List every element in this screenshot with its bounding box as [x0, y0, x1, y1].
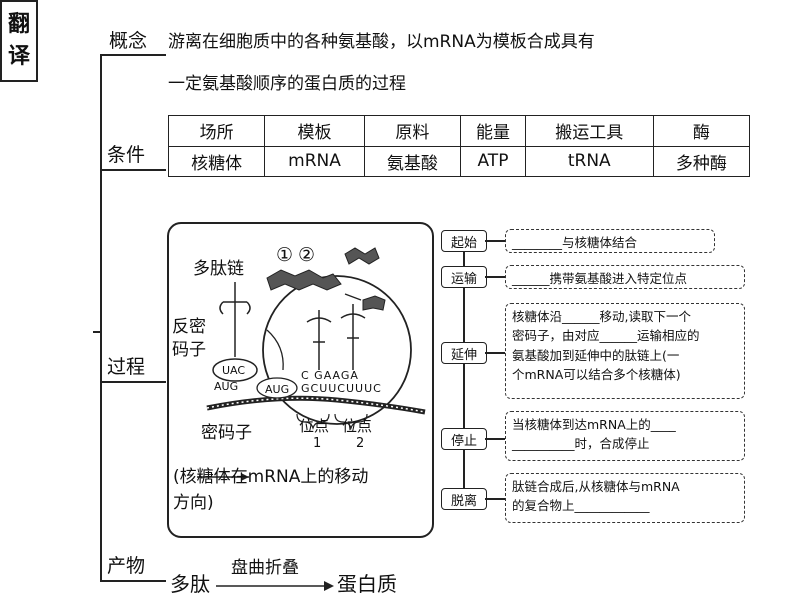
branch-product: 产物 [107, 557, 145, 576]
label-site2-a: 位点 [342, 419, 372, 434]
desc-elongation-line: 密码子，由对应______运输相应的 [512, 326, 738, 345]
table-header-row: 场所 模板 原料 能量 搬运工具 酶 [169, 116, 750, 147]
label-anticodon-2: 码子 [172, 342, 206, 359]
connector-process [100, 381, 166, 383]
desc-elongation: 核糖体沿______移动,读取下一个 密码子，由对应______运输相应的 氨基… [505, 303, 745, 399]
incoming-amino-acid [345, 248, 379, 264]
table-header-cell: 模板 [265, 116, 364, 147]
step-initiation: 起始 [441, 230, 487, 252]
bracket-vertical [100, 54, 102, 580]
desc-release: 肽链合成后,从核糖体与mRNA 的复合物上____________ [505, 473, 745, 523]
label-num2: ② [298, 246, 315, 265]
table-value-row: 核糖体 mRNA 氨基酸 ATP tRNA 多种酶 [169, 146, 750, 177]
label-polypeptide: 多肽链 [193, 261, 244, 278]
table-value-cell: mRNA [265, 146, 364, 177]
table-header-cell: 场所 [169, 116, 265, 147]
connector-concept [100, 54, 166, 56]
table-value-cell: tRNA [525, 146, 653, 177]
table-header-cell: 原料 [364, 116, 460, 147]
desc-transport-line: ______携带氨基酸进入特定位点 [512, 269, 738, 288]
step-transport: 运输 [441, 266, 487, 288]
desc-release-line: 的复合物上____________ [512, 496, 738, 515]
polypeptide-chain [267, 270, 341, 290]
desc-elongation-line: 核糖体沿______移动,读取下一个 [512, 307, 738, 326]
table-header-cell: 能量 [461, 116, 526, 147]
desc-initiation: ________与核糖体结合 [505, 229, 715, 253]
label-codon: 密码子 [201, 425, 252, 442]
desc-elongation-line: 个mRNA可以结合多个核糖体) [512, 365, 738, 384]
product-to: 蛋白质 [337, 574, 397, 594]
step-connector [485, 276, 505, 278]
product-arrow [216, 580, 336, 592]
exit-arrow [267, 330, 283, 370]
concept-line-1: 游离在细胞质中的各种氨基酸，以mRNA为模板合成具有 [168, 34, 595, 51]
step-release: 脱离 [441, 488, 487, 510]
branch-process: 过程 [107, 358, 145, 377]
branch-condition: 条件 [107, 146, 145, 165]
amino-acid-on-trna [363, 296, 385, 310]
desc-release-line: 肽链合成后,从核糖体与mRNA [512, 477, 738, 496]
label-aug-left: AUG [214, 381, 238, 392]
desc-elongation-line: 氨基酸加到延伸中的肽链上(一 [512, 346, 738, 365]
step-connector [485, 498, 505, 500]
table-value-cell: 核糖体 [169, 146, 265, 177]
connector-product [100, 580, 166, 582]
desc-initiation-line: ________与核糖体结合 [512, 233, 708, 252]
trna-right [341, 304, 365, 370]
step-connector [485, 352, 505, 354]
desc-termination-line: __________时，合成停止 [512, 434, 738, 453]
root-char-2: 译 [8, 41, 30, 73]
trna-middle [307, 310, 331, 370]
branch-concept: 概念 [109, 32, 147, 51]
step-connector [485, 240, 505, 242]
desc-termination-line: 当核糖体到达mRNA上的____ [512, 415, 738, 434]
desc-termination: 当核糖体到达mRNA上的____ __________时，合成停止 [505, 411, 745, 461]
step-connector [485, 438, 505, 440]
conditions-table: 场所 模板 原料 能量 搬运工具 酶 核糖体 mRNA 氨基酸 ATP tRNA… [168, 115, 750, 177]
table-header-cell: 搬运工具 [525, 116, 653, 147]
product-from: 多肽 [170, 574, 210, 594]
root-char-1: 翻 [8, 9, 30, 41]
connector-condition [100, 169, 166, 171]
table-value-cell: 氨基酸 [364, 146, 460, 177]
caption-line-1: (核糖体在mRNA上的移动 [173, 469, 368, 486]
product-arrow-label: 盘曲折叠 [231, 560, 299, 577]
desc-transport: ______携带氨基酸进入特定位点 [505, 265, 745, 289]
step-termination: 停止 [441, 428, 487, 450]
label-site2-b: 2 [356, 437, 364, 450]
label-aug-box: AUG [265, 384, 289, 395]
label-bases-top: C GAAGA [301, 370, 359, 381]
label-uac: UAC [222, 365, 245, 376]
table-header-cell: 酶 [653, 116, 749, 147]
caption-line-2: 方向) [173, 495, 214, 512]
label-site1-b: 1 [313, 437, 321, 450]
binding-arrow [345, 294, 361, 300]
label-site1-a: 位点 [299, 419, 329, 434]
label-num1: ① [276, 246, 293, 265]
table-value-cell: 多种酶 [653, 146, 749, 177]
concept-line-2: 一定氨基酸顺序的蛋白质的过程 [168, 76, 406, 93]
step-elongation: 延伸 [441, 342, 487, 364]
label-bases-bottom: GCUUCUUUC [301, 383, 382, 394]
table-value-cell: ATP [461, 146, 526, 177]
root-node-translation: 翻 译 [0, 0, 38, 82]
label-anticodon-1: 反密 [172, 319, 206, 336]
